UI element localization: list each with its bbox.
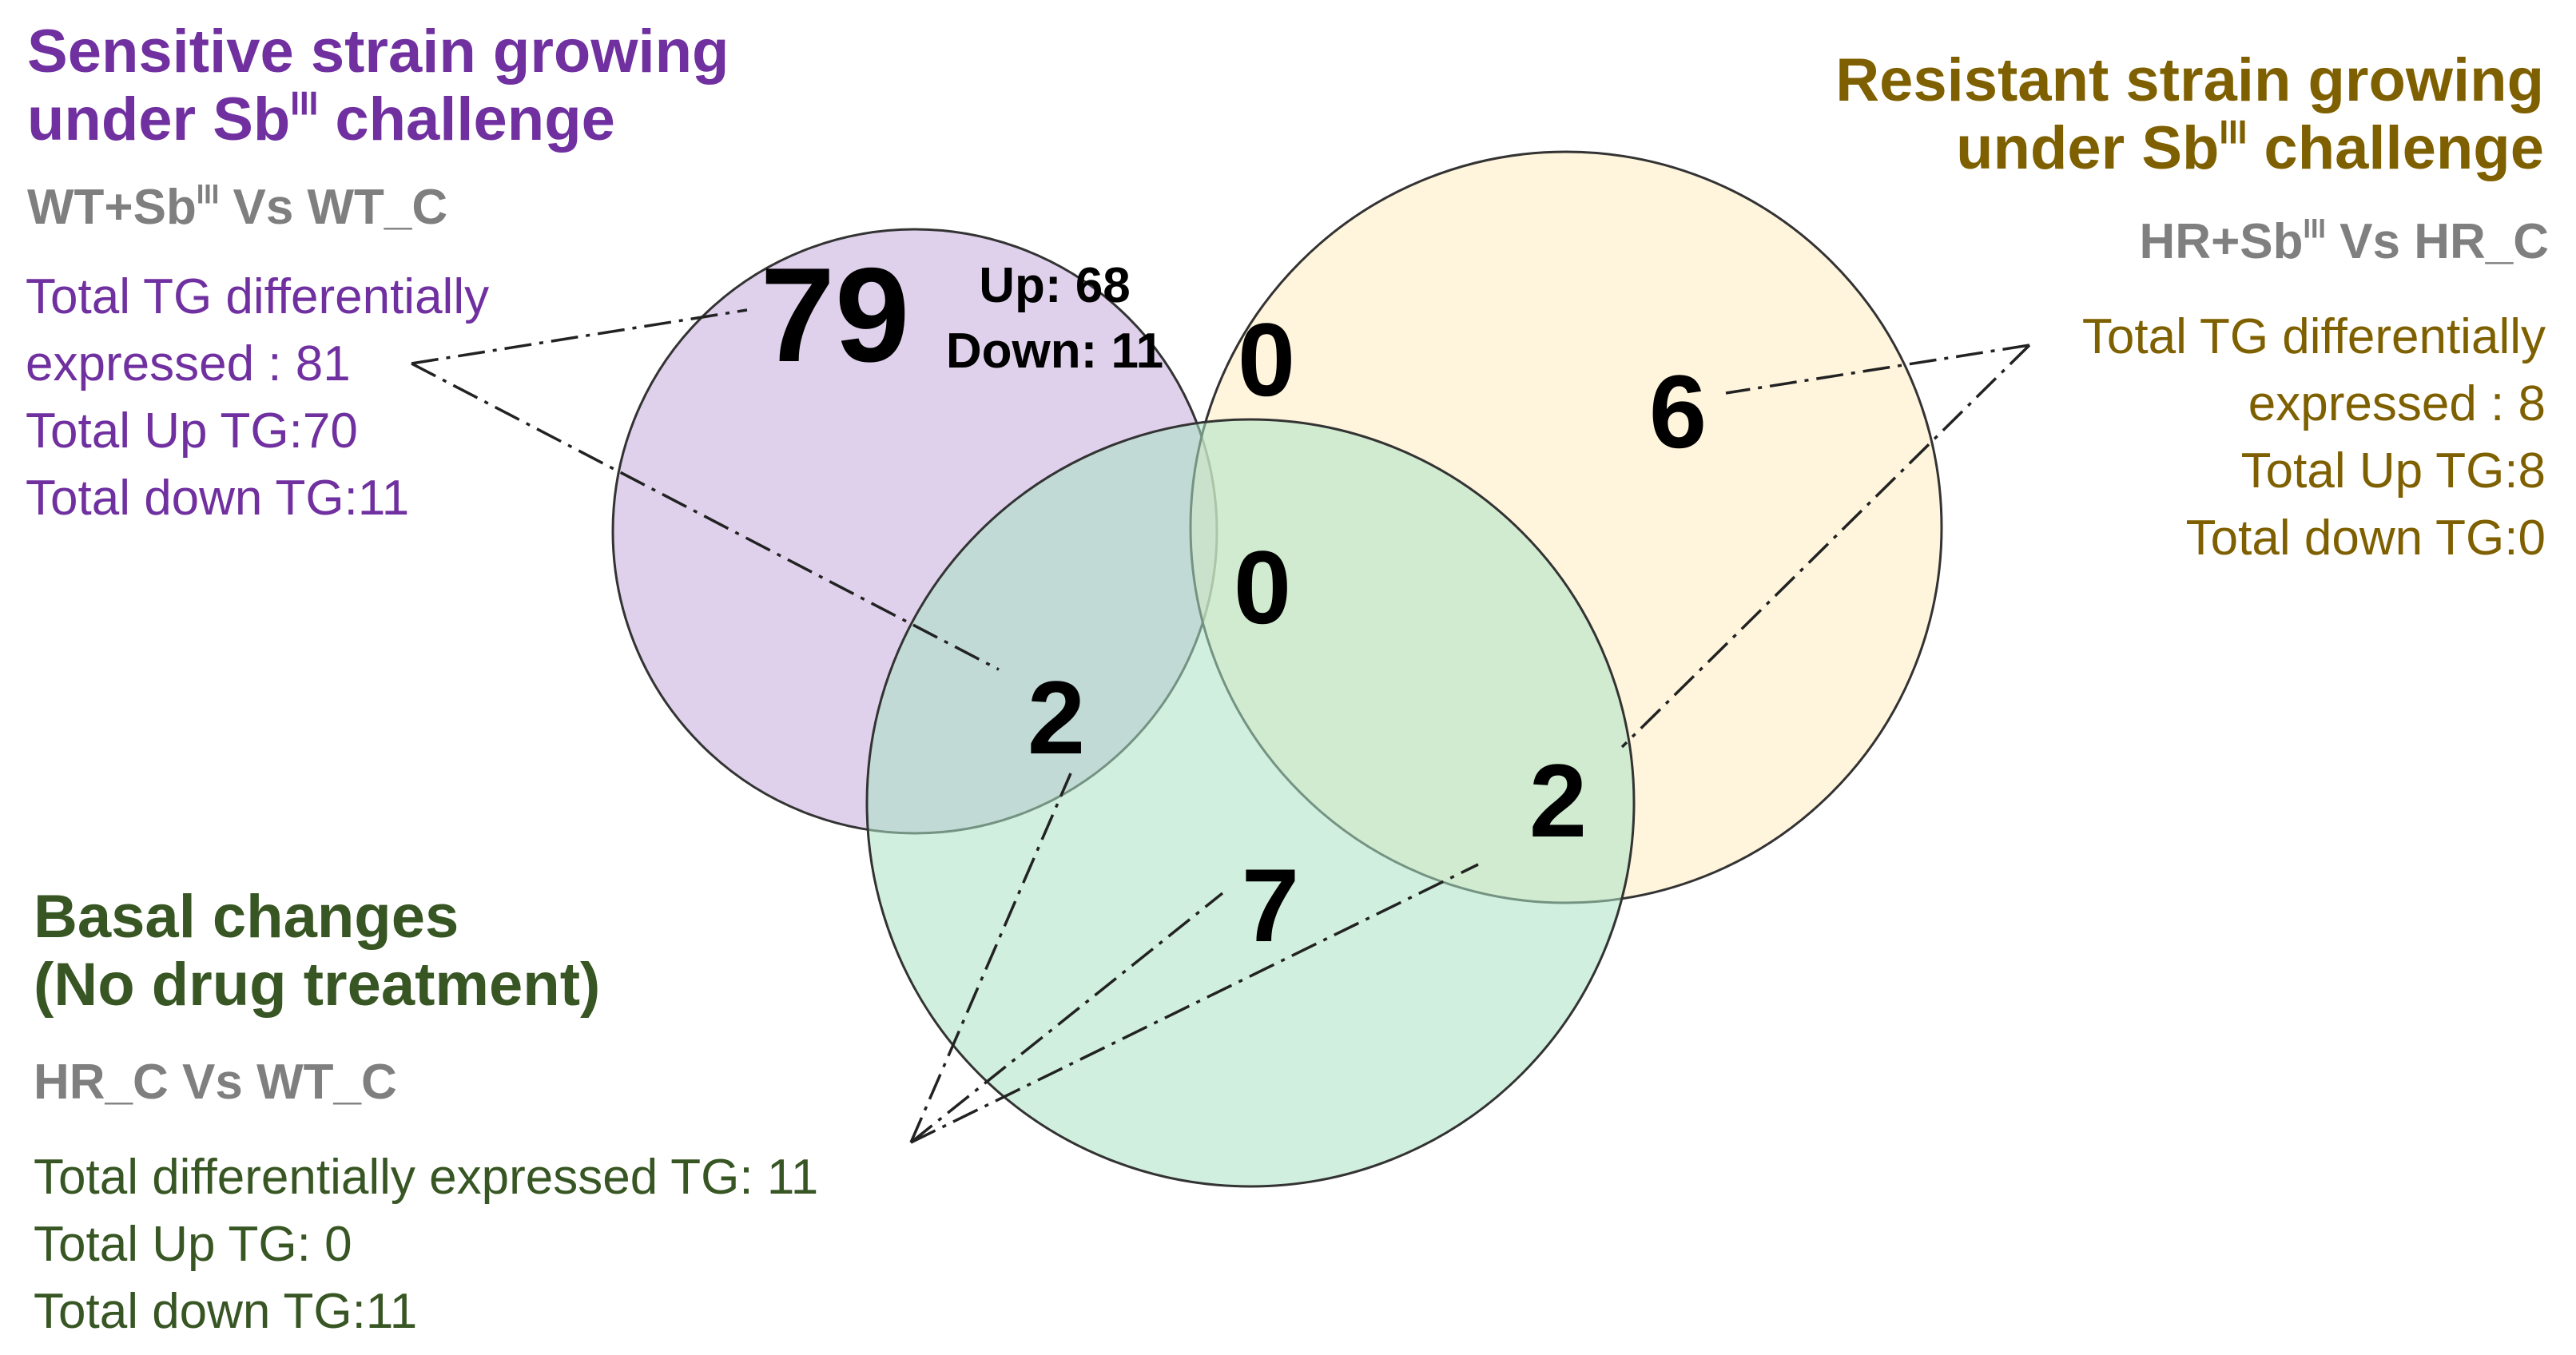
sensitive-stats: Total TG differentially expressed : 81 T… [26, 264, 489, 532]
sensitive-set-title: Sensitive strain growing under SbIII cha… [27, 18, 729, 153]
label-up-count: Up: 68 [979, 258, 1130, 313]
count-sensitive-only: 79 [761, 240, 910, 390]
sensitive-stat-line: Total down TG:11 [26, 471, 410, 526]
resistant-stat-line: expressed : 8 [2248, 376, 2546, 431]
resistant-set-title: Resistant strain growing under SbIII cha… [1835, 46, 2544, 182]
resistant-title-line1: Resistant strain growing [1835, 46, 2544, 114]
basal-stat-line: Total differentially expressed TG: 11 [34, 1150, 819, 1205]
resistant-title-line2: under SbIII challenge [1956, 113, 2544, 183]
count-sensitive-basal: 2 [1028, 659, 1085, 776]
leader-line-resistant-2 [1620, 344, 2031, 749]
sensitive-title-line1: Sensitive strain growing [27, 18, 729, 85]
basal-set-title: Basal changes (No drug treatment) [34, 883, 600, 1019]
label-down-count: Down: 11 [946, 324, 1163, 379]
circle-basal [865, 418, 1636, 1188]
basal-stat-line: Total Up TG: 0 [34, 1217, 352, 1272]
leader-line-sensitive-2 [411, 362, 1000, 671]
resistant-stat-line: Total down TG:0 [2185, 511, 2546, 566]
leader-line-basal-2 [909, 773, 1072, 1143]
count-resistant-only: 6 [1649, 353, 1707, 470]
sensitive-stat-line: Total TG differentially [26, 269, 490, 324]
basal-stat-line: Total down TG:11 [34, 1284, 418, 1339]
resistant-stat-line: Total Up TG:8 [2240, 443, 2546, 499]
sensitive-title-line2: under SbIII challenge [27, 84, 615, 154]
leader-line-basal-7 [909, 892, 1224, 1144]
leader-line-basal-2b [910, 863, 1479, 1144]
basal-title-line2: (No drug treatment) [34, 951, 601, 1019]
sensitive-comparison: WT+SbIII Vs WT_C [27, 179, 448, 235]
sensitive-stat-line: Total Up TG:70 [26, 403, 358, 459]
count-resistant-basal: 2 [1529, 742, 1587, 859]
basal-title-line1: Basal changes [34, 883, 459, 951]
resistant-comparison: HR+SbIII Vs HR_C [2139, 213, 2549, 269]
count-basal-only: 7 [1242, 847, 1299, 964]
count-all-three: 0 [1234, 529, 1291, 646]
basal-comparison: HR_C Vs WT_C [34, 1055, 397, 1110]
basal-stats: Total differentially expressed TG: 11 To… [34, 1144, 818, 1345]
sensitive-stat-line: expressed : 81 [26, 336, 351, 391]
resistant-stat-line: Total TG differentially [2081, 309, 2546, 364]
leader-line-sensitive-79 [411, 308, 748, 365]
resistant-stats: Total TG differentially expressed : 8 To… [2082, 304, 2546, 572]
count-sensitive-resistant: 0 [1238, 301, 1295, 418]
leader-line-resistant-6 [1725, 344, 2030, 395]
